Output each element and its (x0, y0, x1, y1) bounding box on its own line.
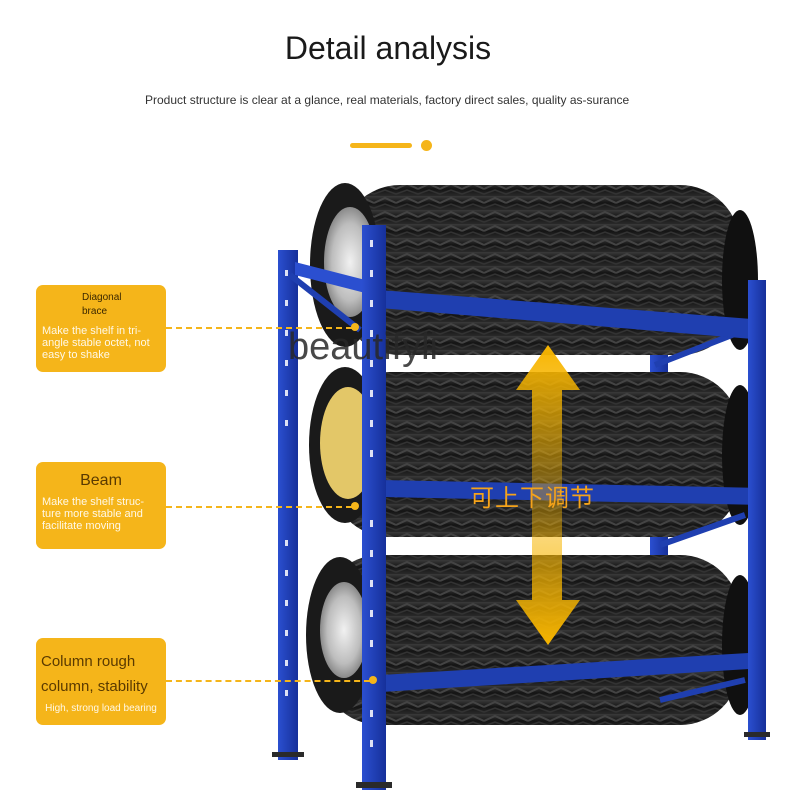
callout-beam: Beam Make the shelf struc-ture more stab… (36, 462, 166, 549)
callout-diagonal-brace: Diagonal brace Make the shelf in tri-ang… (36, 285, 166, 372)
beam-middle (380, 480, 765, 505)
callout-leader-3 (166, 680, 370, 682)
watermark-text: beautifyli (288, 326, 438, 368)
front-right-column (748, 280, 766, 740)
callout-leader-2 (166, 506, 352, 508)
beam-top (380, 290, 765, 340)
beam-bottom (380, 652, 765, 692)
page-subtitle: Product structure is clear at a glance, … (145, 93, 630, 107)
callout-title: Column rough column, stability (41, 653, 148, 695)
callout-leader-1 (166, 327, 352, 329)
callout-text: Make the shelf in tri-angle stable octet… (42, 325, 150, 361)
adjustable-label: 可上下调节 (470, 484, 595, 512)
callout-text: High, strong load bearing (45, 703, 157, 714)
decor-line (350, 143, 412, 148)
page-title: Detail analysis (284, 30, 492, 66)
callout-title: Beam (80, 472, 122, 489)
callout-title: Diagonal brace (82, 292, 122, 317)
back-left-column (278, 250, 298, 760)
callout-text: Make the shelf struc-ture more stable an… (42, 496, 145, 532)
callout-column: Column rough column, stability High, str… (36, 638, 166, 725)
decor-dot (421, 140, 432, 151)
double-vertical-arrow-icon (516, 345, 580, 645)
front-left-column (362, 225, 386, 790)
